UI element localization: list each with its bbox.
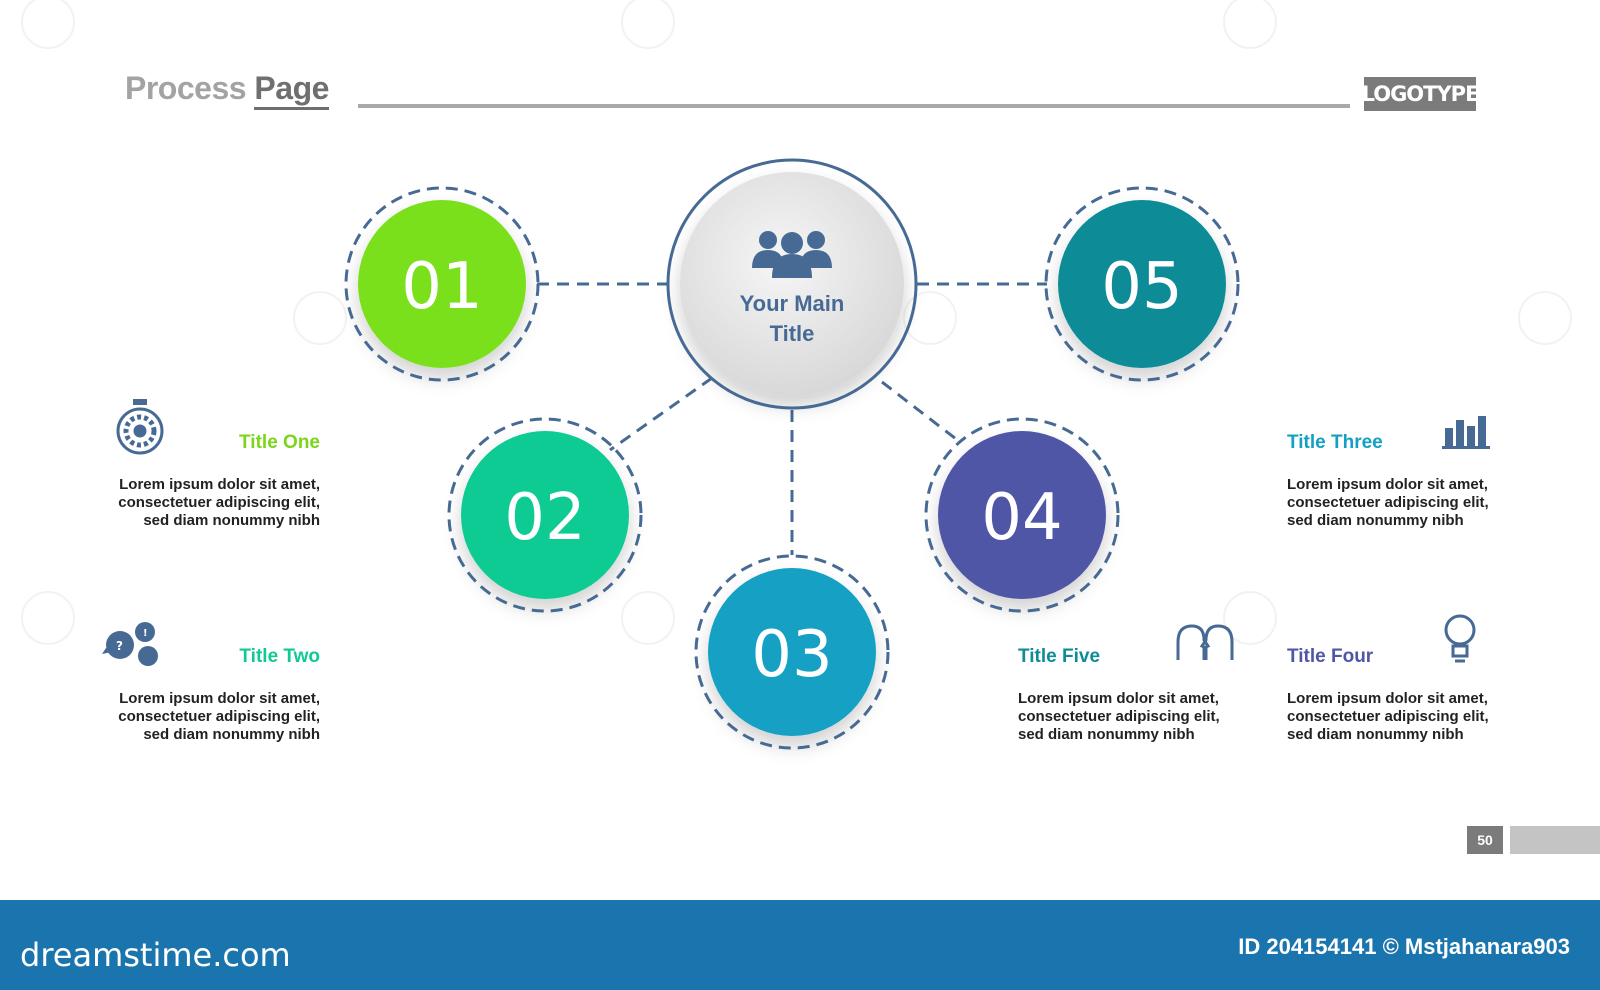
center-title-line2: Title [770,321,815,346]
node-04-number: 04 [981,481,1062,555]
lightbulb-icon [1444,614,1476,663]
node-04: 04 [924,417,1120,613]
node-03: 03 [694,554,890,750]
item-text-line: Lorem ipsum dolor sit amet, [1018,690,1219,707]
item-text-line: Lorem ipsum dolor sit amet, [1287,690,1488,707]
hub-diagram: Your Main Title 01 05 02 04 03 [102,158,1490,750]
item-text-line: Lorem ipsum dolor sit amet, [1287,476,1488,493]
node-05-number: 05 [1101,250,1182,324]
footer-brand: dreamstime.com [20,936,291,974]
connectors [537,282,1047,555]
watermark-icon [21,591,75,645]
item-title-one-text: Lorem ipsum dolor sit amet, consectetuer… [110,476,320,530]
watermark-layer [21,0,1572,645]
item-title-five: Title Five Lorem ipsum dolor sit amet, c… [1018,646,1243,744]
header-divider [358,104,1350,108]
connector-02 [609,376,713,452]
item-text-line: consectetuer adipiscing elit, [1287,494,1489,511]
page-number-bar [1510,826,1600,854]
item-text-line: sed diam nonummy nibh [143,512,320,529]
item-title-two-heading: Title Two [239,646,320,667]
svg-text:!: ! [143,628,148,639]
watermark-icon [621,591,675,645]
two-heads-icon [1176,624,1234,660]
item-text-line: consectetuer adipiscing elit, [118,708,320,725]
page-number: 50 [1467,826,1503,854]
item-text-line: sed diam nonummy nibh [1287,512,1464,529]
watermark-icon [621,0,675,49]
footer-bar [0,900,1600,990]
item-title-two: Title Two Lorem ipsum dolor sit amet, co… [110,646,320,744]
node-01-disc [358,200,526,368]
item-title-four-heading: Title Four [1287,646,1374,667]
item-title-three: Title Three Lorem ipsum dolor sit amet, … [1287,432,1507,530]
watermark-icon [21,0,75,49]
item-title-four-text: Lorem ipsum dolor sit amet, consectetuer… [1287,690,1507,744]
node-01-number: 01 [401,250,482,324]
watermark-icon [1518,291,1572,345]
item-title-four: Title Four Lorem ipsum dolor sit amet, c… [1287,646,1507,744]
node-05: 05 [1044,186,1240,382]
node-02-disc [461,431,629,599]
footer-image-id: ID 204154141 © Mstjahanara903 [1238,934,1570,959]
item-text-line: sed diam nonummy nibh [1287,726,1464,743]
item-text-line: Lorem ipsum dolor sit amet, [119,690,320,707]
watermark-icon [1223,591,1277,645]
bar-chart-icon [1442,416,1490,449]
node-01: 01 [344,186,540,382]
node-03-disc [708,568,876,736]
logotype: LOGOTYPE [1362,77,1479,111]
item-title-two-text: Lorem ipsum dolor sit amet, consectetuer… [110,690,320,744]
item-text-line: sed diam nonummy nibh [143,726,320,743]
stopwatch-gear-icon [116,399,164,455]
item-title-one-heading: Title One [239,432,320,453]
node-02: 02 [447,417,643,613]
item-title-five-heading: Title Five [1018,646,1101,667]
item-text-line: consectetuer adipiscing elit, [1018,708,1220,725]
node-05-disc [1058,200,1226,368]
item-text-line: consectetuer adipiscing elit, [118,494,320,511]
node-03-number: 03 [751,618,832,692]
page-title-prefix: Process [125,70,247,106]
watermark-icon [1223,0,1277,49]
watermark-icon [293,291,347,345]
item-title-one: Title One Lorem ipsum dolor sit amet, co… [110,432,320,530]
center-title-line1: Your Main [740,291,845,316]
item-title-five-text: Lorem ipsum dolor sit amet, consectetuer… [1018,690,1243,744]
svg-text:?: ? [116,639,123,653]
item-text-line: Lorem ipsum dolor sit amet, [119,476,320,493]
item-title-three-text: Lorem ipsum dolor sit amet, consectetuer… [1287,476,1507,530]
chat-bubbles-icon: ? ! [102,622,158,666]
item-text-line: sed diam nonummy nibh [1018,726,1195,743]
page-title: Process Page [125,70,329,110]
group-people-icon [752,231,832,278]
item-text-line: consectetuer adipiscing elit, [1287,708,1489,725]
center-hub: Your Main Title [666,158,918,410]
page-title-suffix: Page [254,70,329,110]
watermark-icon [903,291,957,345]
node-04-disc [938,431,1106,599]
item-title-three-heading: Title Three [1287,432,1383,453]
connector-04 [881,380,961,444]
node-02-number: 02 [504,481,585,555]
